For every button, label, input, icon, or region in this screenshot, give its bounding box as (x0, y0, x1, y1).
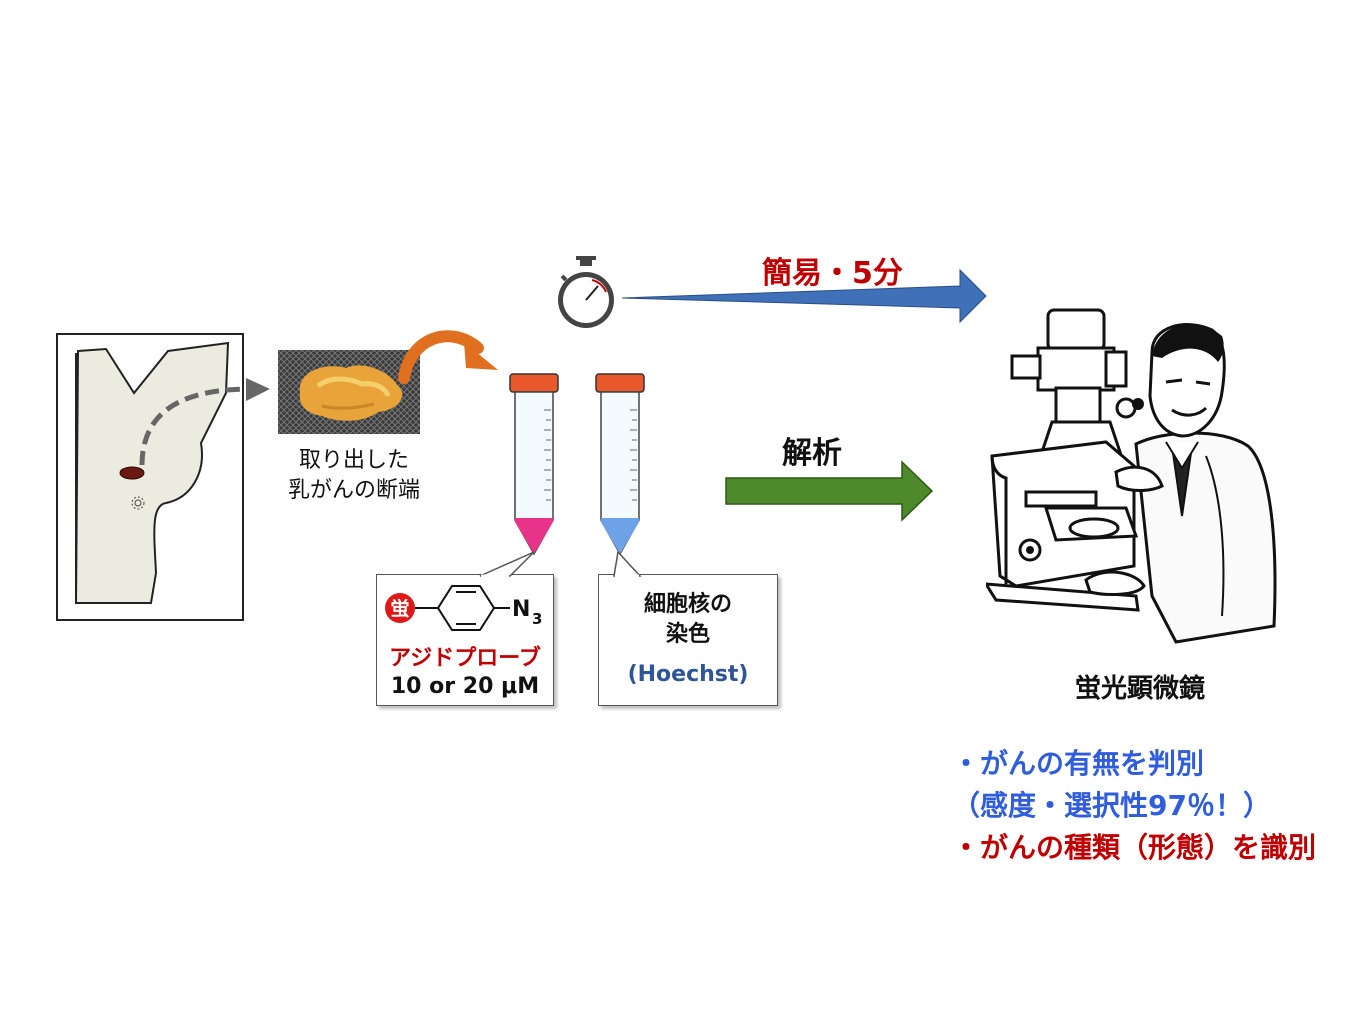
stopwatch-icon (558, 256, 614, 328)
azide-subscript: 3 (532, 610, 542, 628)
probe-callout-pointer (479, 551, 535, 578)
speed-label: 簡易・5分 (762, 256, 903, 291)
analysis-arrow (725, 460, 934, 522)
breast-diagram (56, 333, 246, 621)
stain-reagent: (Hoechst) (627, 662, 749, 687)
stain-title: 細胞核の 染色 (604, 590, 772, 650)
curved-arrow (398, 330, 498, 384)
scientist-microscope-illustration (986, 308, 1277, 644)
extraction-path (139, 386, 246, 466)
stain-title-line1: 細胞核の (643, 592, 732, 617)
tumor-caption: 取り出した 乳がんの断端 (268, 446, 440, 506)
tumor-caption-line1: 取り出した (298, 448, 409, 473)
analysis-label: 解析 (782, 436, 842, 471)
tumor-caption-line2: 乳がんの断端 (287, 478, 420, 503)
probe-concentration: 10 or 20 μM (390, 674, 540, 699)
probe-structure: 蛍 N 3 (385, 585, 542, 631)
fluorophore-badge-text: 蛍 (390, 597, 409, 620)
microscope-label: 蛍光顕微鏡 (1074, 674, 1205, 704)
speed-arrow (621, 268, 987, 324)
torso-silhouette (74, 341, 230, 604)
stain-callout-pointer (613, 550, 642, 578)
result-classification: ・がんの種類（形態）を識別 (952, 831, 1317, 864)
stain-title-line2: 染色 (665, 622, 710, 647)
fluorophore-badge (385, 593, 415, 623)
azide-group: N (512, 597, 530, 622)
nipple-icon (131, 496, 145, 510)
stain-tube (595, 373, 645, 556)
probe-tube (509, 373, 559, 556)
tumor-specimen-photo (278, 350, 420, 434)
stain-callout (598, 574, 778, 706)
dashed-arrow-head (246, 378, 270, 401)
tumor-marker (119, 466, 145, 480)
result-detection: ・がんの有無を判別 (952, 747, 1205, 780)
result-sensitivity: （感度・選択性97％！） (952, 789, 1271, 822)
probe-name: アジドプローブ (389, 646, 541, 671)
